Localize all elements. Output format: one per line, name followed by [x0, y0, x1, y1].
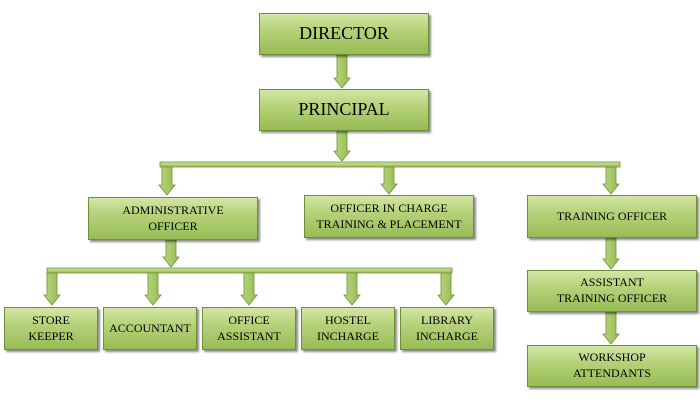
director-box: DIRECTOR — [259, 13, 429, 55]
arrow-bar-to-library-incharge — [437, 272, 455, 306]
arrow-bar-to-accountant — [144, 272, 162, 306]
administrative-officer-box: ADMINISTRATIVE OFFICER — [88, 197, 258, 240]
workshop-attendants-box: WORKSHOP ATTENDANTS — [527, 345, 697, 387]
office-assistant-box: OFFICE ASSISTANT — [202, 307, 296, 350]
arrow-admin-to-bar — [162, 239, 180, 268]
library-incharge-box: LIBRARY INCHARGE — [400, 307, 494, 350]
arrow-training-to-assistant — [602, 237, 620, 270]
arrow-director-to-principal — [333, 54, 351, 89]
store-keeper-box: STORE KEEPER — [4, 307, 98, 350]
assistant-training-officer-box: ASSISTANT TRAINING OFFICER — [527, 270, 697, 312]
connector-bar-principal — [159, 161, 621, 168]
principal-box: PRINCIPAL — [259, 89, 429, 131]
arrow-assistant-to-workshop — [602, 311, 620, 345]
training-officer-box: TRAINING OFFICER — [527, 195, 697, 238]
arrow-bar-to-officer-in-charge — [380, 166, 398, 195]
arrow-bar-to-training-officer — [602, 166, 620, 195]
connector-bar-admin — [46, 267, 453, 274]
arrow-bar-to-office-assistant — [240, 272, 258, 306]
accountant-box: ACCOUNTANT — [103, 307, 197, 350]
arrow-bar-to-hostel-incharge — [343, 272, 361, 306]
hostel-incharge-box: HOSTEL INCHARGE — [301, 307, 395, 350]
officer-in-charge-box: OFFICER IN CHARGE TRAINING & PLACEMENT — [304, 195, 474, 238]
arrow-bar-to-administrative-officer — [158, 166, 176, 196]
arrow-principal-to-bar — [333, 130, 351, 162]
arrow-bar-to-store-keeper — [43, 272, 61, 306]
